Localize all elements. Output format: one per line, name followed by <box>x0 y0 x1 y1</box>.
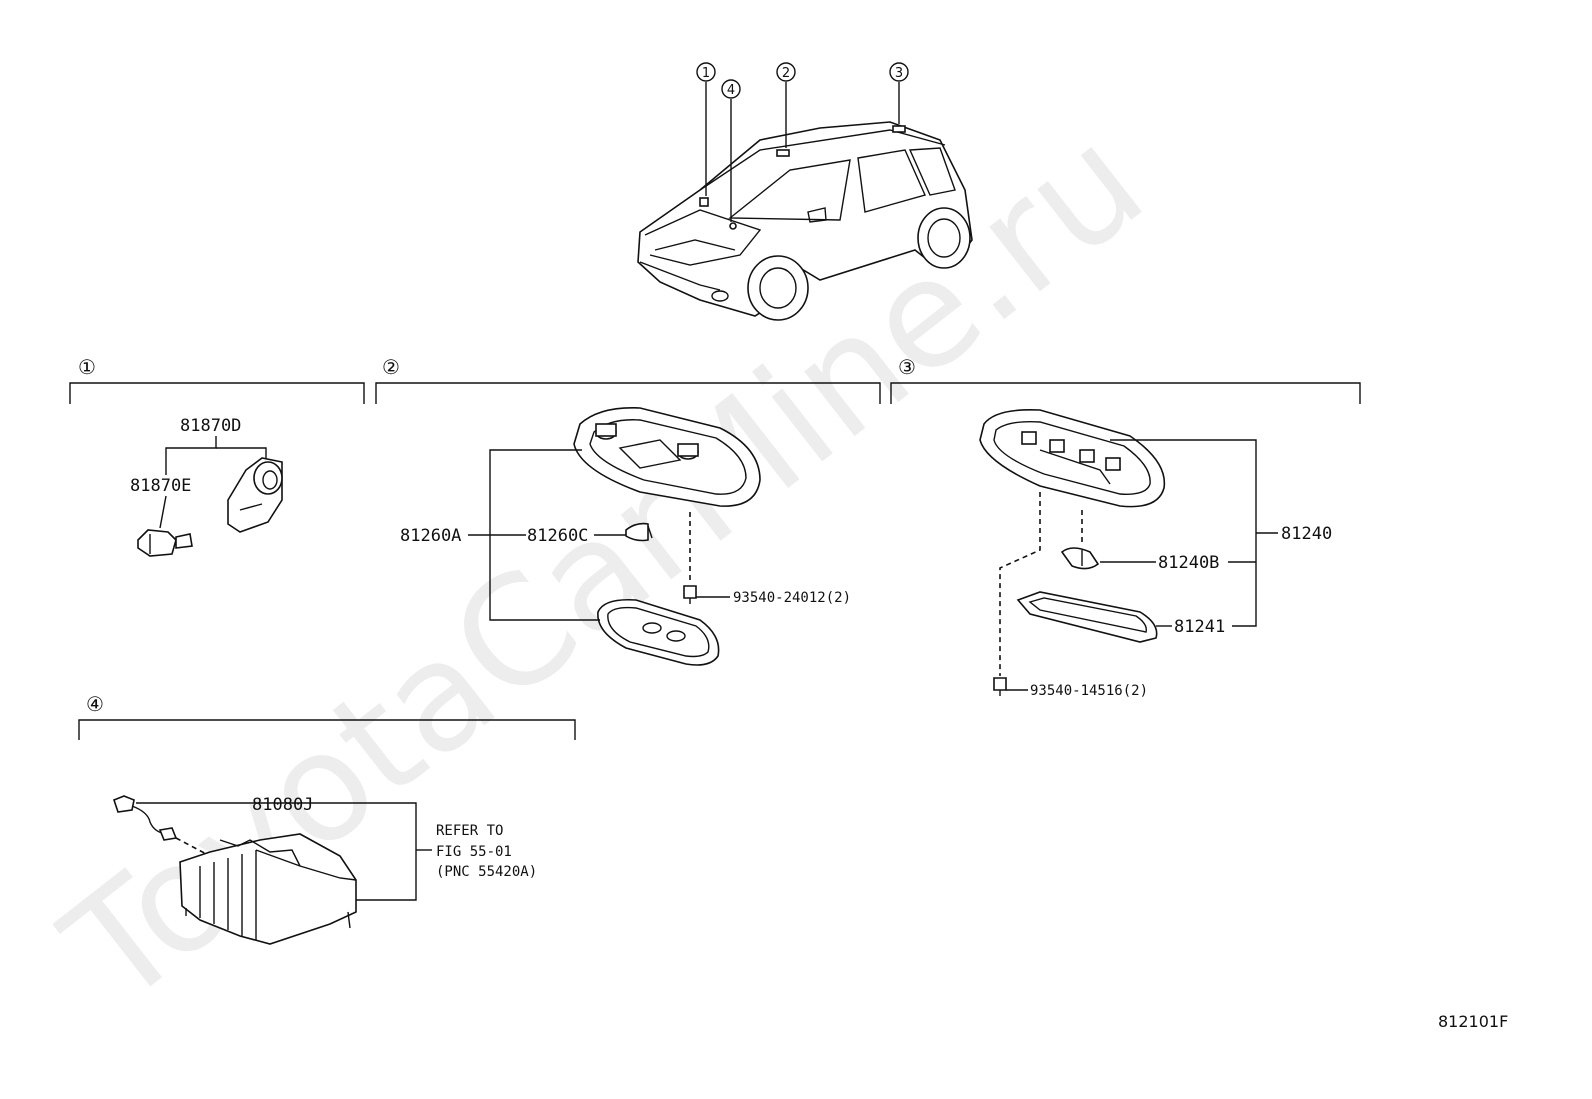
section-1-marker: ① <box>78 355 96 379</box>
bulb-81260C <box>625 522 653 542</box>
svg-text:1: 1 <box>702 66 710 81</box>
sensor-81080J <box>113 795 211 857</box>
label-81260A: 81260A <box>400 526 461 546</box>
lamp-housing-81240 <box>979 408 1166 508</box>
label-81080J: 81080J <box>252 795 313 815</box>
refer-line-2: FIG 55-01 <box>436 844 512 860</box>
lens-81241 <box>1016 591 1158 643</box>
label-81260C: 81260C <box>527 526 588 546</box>
section-4-marker: ④ <box>86 692 104 716</box>
label-81240B: 81240B <box>1158 553 1219 573</box>
screw-93540-24012 <box>683 512 697 604</box>
section-4: ④ 81080J REFER TO FIG 55-01 (PNC <box>78 692 576 945</box>
svg-text:4: 4 <box>727 83 735 98</box>
label-81870D: 81870D <box>180 416 241 436</box>
socket-81870D <box>227 457 283 533</box>
section-2: ② <box>375 355 881 666</box>
label-81241: 81241 <box>1174 617 1225 637</box>
svg-text:2: 2 <box>782 66 790 81</box>
section-1: ① 81870D 81870E <box>69 355 365 557</box>
section-3-marker: ③ <box>898 355 916 379</box>
lamp-housing-81260A <box>573 407 761 507</box>
bulb-81870E <box>137 529 193 557</box>
label-93540-24012: 93540-24012(2) <box>733 590 851 606</box>
mounting-bracket <box>179 833 357 945</box>
refer-line-1: REFER TO <box>436 823 503 839</box>
label-81240: 81240 <box>1281 524 1332 544</box>
figure-code: 812101F <box>1438 1012 1508 1031</box>
label-81870E: 81870E <box>130 476 191 496</box>
car-overview: 1 4 2 3 <box>637 62 973 321</box>
lamp-lens <box>597 598 720 666</box>
bulb-81240B <box>1060 547 1100 570</box>
label-93540-14516: 93540-14516(2) <box>1030 683 1148 699</box>
refer-line-3: (PNC 55420A) <box>436 864 537 880</box>
section-3: ③ <box>890 355 1361 699</box>
section-2-marker: ② <box>382 355 400 379</box>
svg-text:3: 3 <box>895 66 903 81</box>
